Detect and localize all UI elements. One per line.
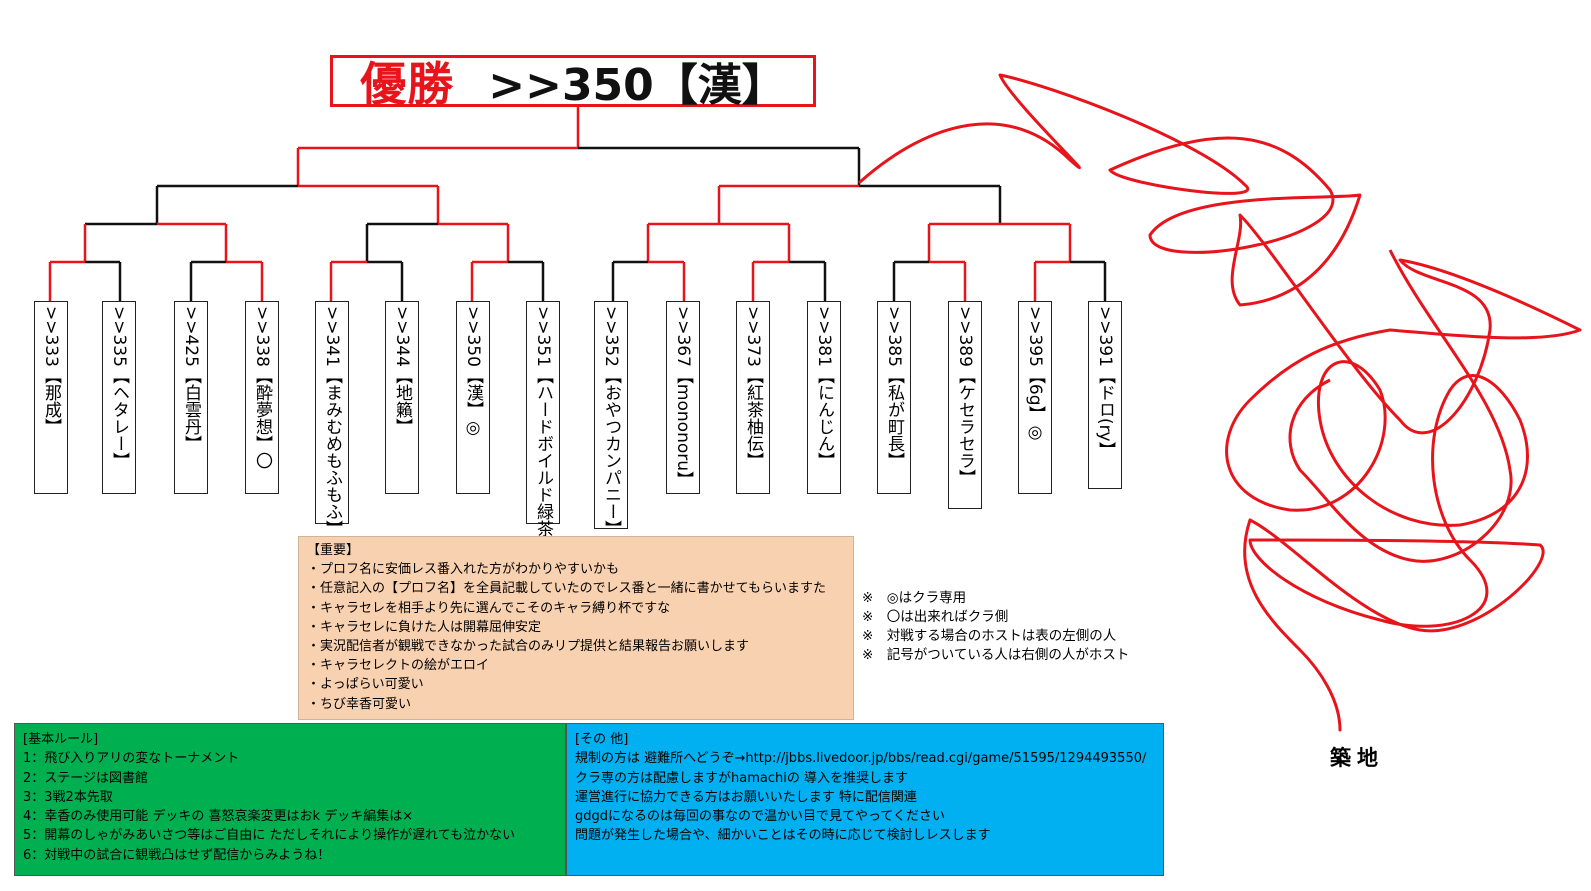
other-title: [その 他] <box>575 732 629 747</box>
basic-rules-box: [基本ルール] 1：飛び入りアリの変なトーナメント 2：ステージは図書館 3：3… <box>14 723 566 876</box>
champion-label: 優勝 <box>360 57 455 111</box>
important-title: 【重要】 <box>307 543 360 558</box>
player-name: >>395【6g】◎ <box>1025 306 1045 443</box>
player-name: >>381【にんじん】 <box>814 306 834 469</box>
basic-rule-line: 5：開幕のしゃがみあいさつ等はご自由に ただしそれにより操作が遅れても泣かない <box>23 828 516 844</box>
important-line: ・実況配信者が観戦できなかった試合のみリプ提供と結果報告お願いします <box>307 639 750 655</box>
other-line: gdgdになるのは毎回の事なので温かい目で見てやってください <box>575 809 945 825</box>
signature: 築地 <box>1330 745 1384 770</box>
important-line: ・プロフ名に安価レス番入れた方がわかりやすいかも <box>307 562 620 578</box>
champion-box: 優勝 >>350【漢】 <box>330 55 816 111</box>
other-line: 規制の方は 避難所へどうぞ→http://jbbs.livedoor.jp/bb… <box>575 751 1147 767</box>
player-name: >>391【ドロ(ry】 <box>1095 306 1115 459</box>
player-box: >>385【私が町長】 <box>877 301 911 494</box>
note-line: ※ 〇は出来ればクラ側 <box>862 609 1009 625</box>
player-box: >>395【6g】◎ <box>1018 301 1052 494</box>
important-line: ・ちび幸香可愛い <box>307 696 412 712</box>
other-line: 問題が発生した場合や、細かいことはその時に応じて検討しレスします <box>575 828 991 844</box>
basic-rule-line: 2：ステージは図書館 <box>23 770 149 786</box>
player-name: >>333【那成】 <box>41 306 61 435</box>
note-line: ※ ◎はクラ専用 <box>862 590 967 606</box>
player-name: >>389【ケセラセラ】 <box>955 306 975 486</box>
basic-rule-line: 4：幸香のみ使用可能 デッキの 喜怒哀楽変更はおk デッキ編集は× <box>23 809 414 825</box>
important-line: ・よっぱらい可愛い <box>307 677 424 693</box>
player-box: >>367【mononoru】 <box>666 301 700 494</box>
player-box: >>389【ケセラセラ】 <box>948 301 982 509</box>
other-line: 運営進行に協力できる方はお願いいたします 特に配信関連 <box>575 789 917 805</box>
player-box: >>333【那成】 <box>34 301 68 494</box>
player-box: >>351【ハードボイルド緑茶缶】 <box>526 301 560 571</box>
player-box: >>338【酔夢想】〇 <box>245 301 279 494</box>
other-info-box: [その 他] 規制の方は 避難所へどうぞ→http://jbbs.livedoo… <box>566 723 1164 876</box>
basic-rules-title: [基本ルール] <box>23 732 99 747</box>
player-name: >>352【おやつカンパニー】 <box>601 306 621 537</box>
important-box: 【重要】 ・プロフ名に安価レス番入れた方がわかりやすいかも ・任意記入の【プロフ… <box>298 536 854 720</box>
player-name: >>367【mononoru】 <box>673 306 693 489</box>
important-line: ・任意記入の【プロフ名】を全員記載していたのでレス番と一緒に書かせてもらいますた <box>307 581 826 597</box>
basic-rule-line: 1：飛び入りアリの変なトーナメント <box>23 751 240 767</box>
player-box: >>381【にんじん】 <box>807 301 841 494</box>
important-line: ・キャラセレに負けた人は開幕屈伸安定 <box>307 619 542 635</box>
player-name: >>344【地籟】 <box>392 306 412 435</box>
player-name: >>373【紅茶柚伝】 <box>743 306 763 469</box>
player-name: >>351【ハードボイルド緑茶缶】 <box>533 306 553 571</box>
player-name: >>350【漢】◎ <box>463 306 483 438</box>
basic-rule-line: 6：対戦中の試合に観戦凸はせず配信からみようね！ <box>23 847 331 863</box>
note-line: ※ 記号がついている人は右側の人がホスト <box>862 647 1130 663</box>
important-line: ・キャラセレクトの絵がエロイ <box>307 658 490 674</box>
note-line: ※ 対戦する場合のホストは表の左側の人 <box>862 628 1117 644</box>
important-line: ・キャラセレを相手より先に選んでこそのキャラ縛り杯ですな <box>307 600 671 616</box>
player-name: >>338【酔夢想】〇 <box>252 306 272 469</box>
player-name: >>335【ヘタレー】 <box>109 306 129 469</box>
player-box: >>391【ドロ(ry】 <box>1088 301 1122 489</box>
other-line: クラ専の方は配慮しますがhamachiの 導入を推奨します <box>575 770 908 786</box>
player-box: >>425【白雲丹】 <box>174 301 208 494</box>
player-name: >>341【まみむめもふもふ】 <box>322 306 342 537</box>
player-box: >>344【地籟】 <box>385 301 419 494</box>
champion-winner: >>350【漢】 <box>488 60 786 111</box>
player-box: >>350【漢】◎ <box>456 301 490 494</box>
player-box: >>373【紅茶柚伝】 <box>736 301 770 494</box>
player-name: >>425【白雲丹】 <box>181 306 201 452</box>
player-name: >>385【私が町長】 <box>884 306 904 469</box>
basic-rule-line: 3：3戦2本先取 <box>23 789 113 805</box>
player-box: >>341【まみむめもふもふ】 <box>315 301 349 537</box>
player-box: >>335【ヘタレー】 <box>102 301 136 494</box>
notes: ※ ◎はクラ専用 ※ 〇は出来ればクラ側 ※ 対戦する場合のホストは表の左側の人… <box>862 589 1129 665</box>
player-box: >>352【おやつカンパニー】 <box>594 301 628 537</box>
